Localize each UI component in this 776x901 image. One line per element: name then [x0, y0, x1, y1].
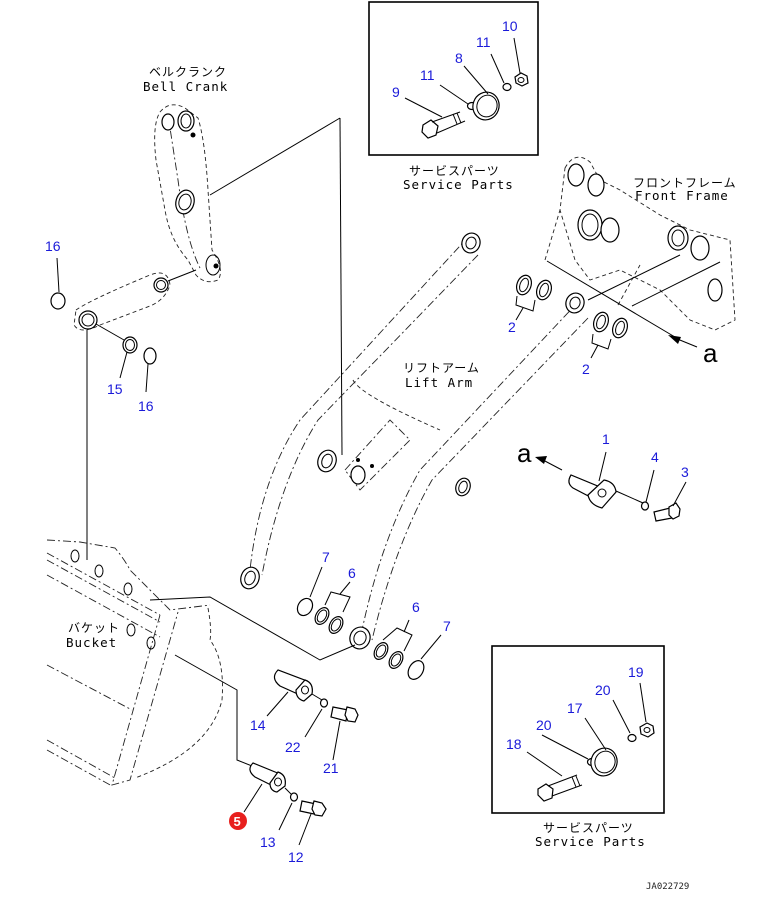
pin-assembly-1: a 1 4 3 [517, 431, 689, 522]
seal-group-6-7-right: 6 7 [373, 599, 451, 680]
callout-1[interactable]: 1 [602, 431, 610, 447]
bolt-9-icon [421, 111, 466, 139]
ring-8-icon [472, 91, 500, 121]
washer-20-icon [627, 733, 637, 743]
washer-22-icon [319, 698, 329, 708]
callout-19[interactable]: 19 [628, 664, 644, 680]
drawing-id: JA022729 [646, 882, 689, 892]
pin-assembly-14: 14 22 21 [250, 669, 359, 776]
washer-4-icon [640, 501, 650, 511]
bell-crank-label-jp: ベルクランク [149, 65, 227, 79]
bucket: バケット Bucket [46, 539, 356, 787]
service-parts-label-jp: サービスパーツ [409, 164, 500, 178]
pin-assembly-5: 5 13 12 [229, 762, 327, 865]
callout-9[interactable]: 9 [392, 84, 400, 100]
bucket-label-en: Bucket [66, 635, 117, 650]
front-frame: フロントフレーム Front Frame a [544, 156, 737, 368]
washer-11-icon [502, 82, 512, 92]
ring-17-icon [590, 747, 618, 777]
nut-19-icon [639, 722, 655, 738]
lift-arm-label-jp: リフトアーム [403, 361, 480, 375]
callout-14[interactable]: 14 [250, 717, 266, 733]
bushing-group-15-16: 16 15 16 [45, 238, 157, 414]
callout-22[interactable]: 22 [285, 739, 301, 755]
nut-10-icon [514, 72, 529, 87]
service-parts-box-top: 9 11 8 11 10 サービスパーツ Service Parts [368, 1, 539, 192]
front-frame-label-en: Front Frame [635, 188, 729, 203]
callout-17[interactable]: 17 [567, 700, 583, 716]
bell-crank: ベルクランク Bell Crank [73, 65, 343, 560]
front-frame-label-jp: フロントフレーム [633, 176, 737, 190]
bucket-label-jp: バケット [68, 621, 120, 635]
callout-12[interactable]: 12 [288, 849, 304, 865]
callout-6[interactable]: 6 [412, 599, 420, 615]
seal-16-icon [143, 347, 157, 365]
callout-20[interactable]: 20 [595, 682, 611, 698]
callout-6[interactable]: 6 [348, 565, 356, 581]
callout-21[interactable]: 21 [323, 760, 339, 776]
callout-13[interactable]: 13 [260, 834, 276, 850]
callout-20[interactable]: 20 [536, 717, 552, 733]
service-parts-label-en: Service Parts [403, 177, 514, 192]
callout-7[interactable]: 7 [322, 549, 330, 565]
view-reference-a: a [517, 438, 532, 468]
callout-16[interactable]: 16 [45, 238, 61, 254]
bolt-3-icon [653, 502, 681, 522]
service-parts-box-bottom: 18 20 17 20 19 サービスパーツ Service Parts [491, 645, 665, 849]
highlight-badge-5[interactable]: 5 [229, 812, 247, 830]
view-reference-a: a [703, 338, 718, 368]
callout-7[interactable]: 7 [443, 618, 451, 634]
service-parts-label-en: Service Parts [535, 834, 646, 849]
callout-3[interactable]: 3 [681, 464, 689, 480]
callout-2[interactable]: 2 [582, 361, 590, 377]
callout-2[interactable]: 2 [508, 319, 516, 335]
callout-15[interactable]: 15 [107, 381, 123, 397]
callout-16[interactable]: 16 [138, 398, 154, 414]
seal-group-6-7-left: 7 6 [296, 549, 356, 634]
callout-11[interactable]: 11 [476, 34, 491, 50]
callout-5[interactable]: 5 [234, 814, 241, 829]
lift-arm: リフトアーム Lift Arm [240, 232, 589, 650]
callout-11[interactable]: 11 [420, 67, 435, 83]
callout-8[interactable]: 8 [455, 50, 463, 66]
bushing-group-2: 2 2 [508, 274, 629, 377]
bolt-12-icon [299, 800, 327, 817]
bolt-18-icon [537, 774, 583, 802]
callout-4[interactable]: 4 [651, 449, 659, 465]
bell-crank-label-en: Bell Crank [143, 79, 228, 94]
bolt-21-icon [330, 706, 359, 723]
seal-16-icon [50, 292, 66, 310]
service-parts-label-jp: サービスパーツ [543, 821, 634, 835]
callout-18[interactable]: 18 [506, 736, 522, 752]
callout-10[interactable]: 10 [502, 18, 518, 34]
lift-arm-label-en: Lift Arm [405, 375, 473, 390]
washer-13-icon [289, 792, 299, 802]
